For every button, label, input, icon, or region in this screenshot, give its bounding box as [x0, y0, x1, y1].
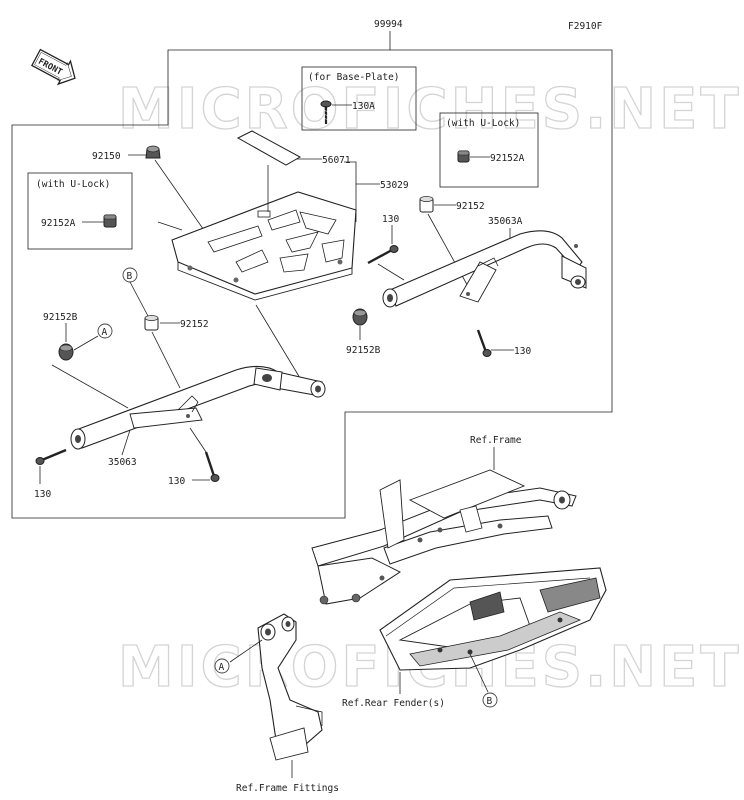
part-label-130-left-end: 130 [34, 489, 51, 500]
cap-nut-icon [145, 145, 161, 159]
part-label-92152a-left: 92152A [41, 218, 76, 229]
leader-130-right-upper-to-bracket [377, 263, 405, 281]
ref-frame-label: Ref.Frame [470, 435, 522, 446]
pad-icon [236, 130, 302, 166]
rear-fender-icon [379, 567, 607, 671]
cushion-icon-right [457, 150, 470, 163]
leader-130-left-lower-to-bracket [189, 427, 207, 453]
part-label-92152b-left: 92152B [43, 312, 78, 323]
ulock-note-box-left [27, 172, 133, 250]
leader-callout-b-lower [469, 653, 489, 693]
callout-a-lower-label: A [219, 662, 225, 673]
bolt-icon-right-lower [476, 329, 492, 357]
assembly-number-label: 99994 [374, 19, 403, 30]
leader-92152-right-to-bracket [427, 213, 471, 291]
leader-92152-left-to-bracket [151, 331, 181, 389]
bolt-icon-right-upper [367, 245, 399, 265]
callout-b-lower [482, 692, 498, 708]
bracket-35063a-icon [382, 230, 587, 308]
leader-callout-a-lower [229, 639, 263, 663]
base-plate-note-label: (for Base-Plate) [308, 72, 400, 83]
part-label-92152a-right: 92152A [490, 153, 525, 164]
part-label-92152-left: 92152 [180, 319, 209, 330]
ref-rear-fender-label: Ref.Rear Fender(s) [342, 698, 445, 709]
leader-left-lower-to-bracket [51, 364, 129, 409]
bracket-35063-icon [70, 365, 326, 450]
part-label-53029: 53029 [380, 180, 409, 191]
part-label-92152-right: 92152 [456, 201, 485, 212]
callout-a-upper [97, 323, 113, 339]
bolt-icon-left-lower [204, 451, 220, 482]
spacer-icon-left [144, 315, 159, 331]
part-label-130-left-lower: 130 [168, 476, 185, 487]
spacer-icon-right [419, 196, 434, 213]
part-label-130a: 130A [352, 101, 375, 112]
figure-code-label: F2910F [568, 21, 603, 32]
leader-plate-left [157, 221, 183, 231]
part-label-92152b-right: 92152B [346, 345, 381, 356]
bolt-icon-left-end [35, 448, 67, 465]
leader-callout-b-upper [129, 281, 149, 317]
part-label-35063: 35063 [108, 457, 137, 468]
callout-a-upper-label: A [102, 327, 108, 338]
ulock-note-label-right: (with U-Lock) [446, 118, 520, 129]
leader-56071-bracket [344, 161, 357, 222]
bolt-130a-icon [320, 100, 332, 124]
leader-callout-a-upper [73, 335, 99, 351]
carrier-plate-icon [171, 191, 357, 301]
leader-plate-to-bracket-left [255, 304, 301, 379]
part-label-92150: 92150 [92, 151, 121, 162]
spacer-icon-right-lower [352, 308, 368, 326]
callout-b-upper-label: B [127, 271, 133, 282]
spacer-icon-left-lower [58, 343, 74, 361]
watermark-top: MICROFICHES.NET [118, 77, 742, 142]
part-label-130-right-lower: 130 [514, 346, 531, 357]
part-label-56071: 56071 [322, 155, 351, 166]
ulock-note-box-right [439, 112, 539, 188]
front-arrow-icon: FRONT [31, 48, 76, 86]
base-plate-note-box [301, 66, 417, 131]
frame-fittings-icon [257, 613, 323, 761]
ulock-note-label-left: (with U-Lock) [36, 179, 110, 190]
callout-b-lower-label: B [487, 696, 493, 707]
leader-35063 [121, 429, 131, 456]
assembly-boundary [11, 49, 613, 519]
callout-a-lower [214, 658, 230, 674]
frame-icon [311, 469, 577, 605]
ref-frame-fittings-label: Ref.Frame Fittings [236, 783, 339, 794]
part-label-130-right-upper: 130 [382, 214, 399, 225]
cushion-icon-left [103, 214, 117, 228]
part-label-35063a: 35063A [488, 216, 523, 227]
